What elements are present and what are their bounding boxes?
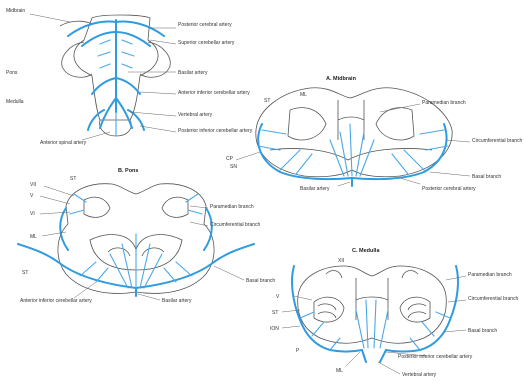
pons-label-vii: VII (30, 182, 36, 188)
medulla-panel: C. Medulla XII V ST ION P ML Paramedian … (270, 248, 519, 378)
medulla-leader-xii (294, 296, 312, 300)
pons-leader-vi (40, 212, 70, 214)
pons-panel: B. Pons ST VII V VI ML ST Paramedian bra… (18, 168, 275, 304)
medulla-leader-vertebral (378, 362, 400, 374)
medulla-paramedian-branches (356, 300, 388, 348)
medulla-label-paramedian: Paramedian branch (468, 272, 512, 278)
midbrain-label-circumferential: Circumferential branch (472, 138, 523, 144)
label-vertebral: Vertebral artery (178, 112, 213, 118)
pons-small-branches (70, 194, 202, 214)
medulla-leader-paramedian (446, 276, 466, 280)
medulla-leader-ml (346, 352, 360, 366)
medulla-label-vertebral: Vertebral artery (402, 372, 437, 378)
medulla-label-p: P (296, 348, 300, 354)
pons-panel-title: B. Pons (118, 168, 138, 174)
medulla-vertebral-arteries (362, 350, 386, 362)
pons-label-ml: ML (30, 234, 37, 240)
pons-leader-circumferential (190, 222, 208, 226)
label-aica: Anterior inferior cerebellar artery (178, 90, 250, 96)
midbrain-leader-paramedian (380, 104, 420, 112)
medulla-panel-title: C. Medulla (352, 248, 380, 254)
pons-label-aica: Anterior inferior cerebellar artery (20, 298, 92, 304)
overview-leader-pica (140, 126, 176, 132)
label-superior-cerebellar: Superior cerebellar artery (178, 40, 235, 46)
overview-leader-vertebral (130, 112, 176, 116)
medulla-label-xii: XII (338, 258, 344, 264)
medulla-label-pica: Posterior inferior cerebellar artery (398, 354, 473, 360)
midbrain-label-st: ST (264, 98, 270, 104)
medulla-label-io: ION (270, 326, 279, 332)
overview-leader-midbrain (30, 14, 70, 22)
label-pica: Posterior inferior cerebellar artery (178, 128, 253, 134)
pons-paramedian-branches (110, 234, 162, 288)
pons-label-st2: ST (22, 270, 28, 276)
pons-right-nucleus (162, 197, 188, 217)
medulla-left-olive (314, 297, 344, 322)
midbrain-label-ml: ML (300, 92, 307, 98)
medulla-basal-branches (330, 338, 420, 350)
medulla-label-basal: Basal branch (468, 328, 497, 334)
overview-panel: Midbrain Pons Medulla Posterior cerebral… (6, 8, 253, 146)
medulla-leader-basal (444, 330, 466, 332)
label-medulla: Medulla (6, 99, 24, 105)
midbrain-leader-basilar (338, 182, 350, 186)
pons-label-v: V (30, 193, 34, 199)
label-posterior-cerebral: Posterior cerebral artery (178, 22, 232, 28)
midbrain-leader-circumferential (446, 140, 470, 142)
medulla-label-st: ST (272, 310, 278, 316)
medulla-midline-outline (356, 278, 388, 320)
pons-left-nucleus (84, 197, 110, 217)
midbrain-label-pca: Posterior cerebral artery (422, 186, 476, 192)
midbrain-leader-cp (236, 152, 260, 160)
midbrain-panel: A. Midbrain Paramedian branch Circumfere… (226, 76, 523, 192)
midbrain-panel-title: A. Midbrain (326, 76, 357, 82)
label-midbrain: Midbrain (6, 8, 25, 14)
medulla-label-circumferential: Circumferential branch (468, 296, 519, 302)
pons-leader-paramedian (190, 206, 208, 208)
medulla-leader-st (282, 326, 300, 328)
pons-label-paramedian: Paramedian branch (210, 204, 254, 210)
pons-label-vi: VI (30, 211, 35, 217)
medulla-dorsal-nuclei (326, 271, 418, 278)
label-pons: Pons (6, 70, 18, 76)
medulla-right-olive (400, 297, 430, 322)
overview-leader-anterior-spinal (82, 132, 110, 140)
medulla-olive-folds (318, 304, 426, 318)
pons-leader-basilar (138, 294, 160, 300)
midbrain-leader-basal (430, 172, 470, 176)
pons-label-basilar: Basilar artery (162, 298, 192, 304)
midbrain-left-nucleus (288, 108, 326, 140)
label-basilar: Basilar artery (178, 70, 208, 76)
midbrain-posterior-cerebral-artery (258, 124, 446, 179)
midbrain-label-paramedian: Paramedian branch (422, 100, 466, 106)
medulla-label-v: V (276, 294, 280, 300)
pons-leader-ml (42, 232, 66, 236)
midbrain-aqueduct-outline (338, 100, 364, 140)
pons-leader-v (40, 196, 70, 204)
midbrain-label-cp: CP (226, 156, 234, 162)
pons-label-st: ST (70, 176, 76, 182)
overview-leader-aica (140, 92, 176, 94)
midbrain-label-sn: SN (230, 164, 237, 170)
midbrain-circumferential-branches (258, 130, 448, 150)
label-anterior-spinal: Anterior spinal artery (40, 140, 87, 146)
pons-leader-vii (44, 186, 74, 196)
medulla-pica-left (292, 266, 362, 352)
pons-label-circumferential: Circumferential branch (210, 222, 261, 228)
pons-label-basal: Basal branch (246, 278, 275, 284)
midbrain-label-basilar: Basilar artery (300, 186, 330, 192)
pons-leader-basal (214, 266, 244, 280)
medulla-label-ml: ML (336, 368, 343, 374)
midbrain-label-basal: Basal branch (472, 174, 501, 180)
midbrain-paramedian-branches (330, 124, 374, 176)
midbrain-right-nucleus (376, 108, 414, 140)
midbrain-leader-pca (400, 178, 420, 184)
